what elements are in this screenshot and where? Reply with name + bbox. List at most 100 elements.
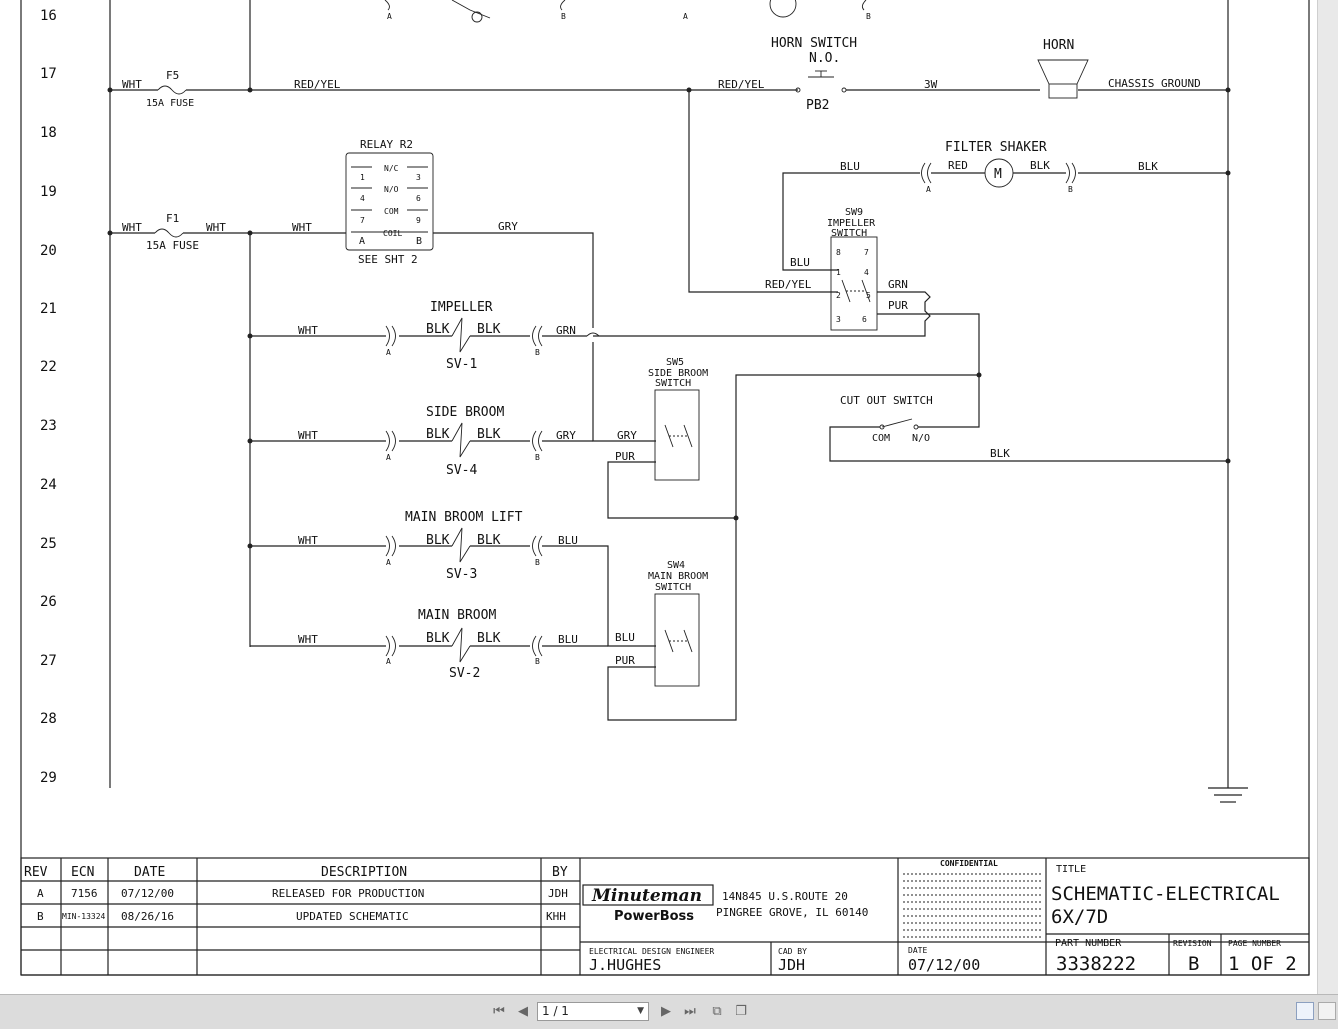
schematic-drawing: 16 17 18 19 20 21 22 23 24 25 26 27 28 2… xyxy=(20,0,1310,976)
previous-page-icon[interactable]: ◀ xyxy=(518,1004,528,1019)
cad-name: JDH xyxy=(778,956,805,974)
row-number: 17 xyxy=(40,66,57,82)
revision-cell: 7156 xyxy=(71,887,98,900)
blk-return-wire xyxy=(607,374,979,721)
svg-text:BLK: BLK xyxy=(477,427,501,442)
single-page-view-icon[interactable] xyxy=(1296,1002,1314,1020)
svg-text:RED: RED xyxy=(948,159,968,172)
row-number: 18 xyxy=(40,125,57,141)
last-page-icon[interactable]: ⏭ xyxy=(684,1004,696,1019)
company-address-2: PINGREE GROVE, IL 60140 xyxy=(716,906,868,919)
svg-text:A: A xyxy=(926,185,931,194)
row-number: 27 xyxy=(40,653,57,669)
header-date: DATE xyxy=(134,865,165,880)
svg-text:B: B xyxy=(866,12,871,21)
svg-text:BLU: BLU xyxy=(558,633,578,646)
svg-text:BLU: BLU xyxy=(615,631,635,644)
row-numbers: 16 17 18 19 20 21 22 23 24 25 26 27 28 2… xyxy=(40,8,57,786)
engineer-label: ELECTRICAL DESIGN ENGINEER xyxy=(589,947,714,956)
split-window-icon[interactable]: ❐ xyxy=(735,1004,747,1019)
svg-text:WHT: WHT xyxy=(298,633,318,646)
svg-text:A: A xyxy=(386,657,391,666)
first-page-icon[interactable]: ⏮ xyxy=(493,1004,505,1019)
svg-text:COM: COM xyxy=(384,207,399,216)
date-label: DATE xyxy=(908,946,927,955)
svg-text:N/O: N/O xyxy=(912,433,930,444)
svg-text:A: A xyxy=(683,12,688,21)
horn-switch-id: PB2 xyxy=(806,98,829,113)
svg-text:SW9: SW9 xyxy=(845,207,863,218)
svg-text:B: B xyxy=(535,453,540,462)
header-rev: REV xyxy=(24,865,48,880)
svg-text:BLK: BLK xyxy=(426,427,450,442)
svg-text:WHT: WHT xyxy=(298,324,318,337)
title-label: TITLE xyxy=(1056,864,1086,875)
svg-text:BLK: BLK xyxy=(477,533,501,548)
sw5-side-broom-switch: SW5 SIDE BROOM SWITCH GRY PUR xyxy=(607,357,736,519)
svg-text:BLK: BLK xyxy=(426,631,450,646)
svg-text:BLU: BLU xyxy=(790,256,810,269)
red-yel-wire xyxy=(688,90,838,293)
fuse-rating: 15A FUSE xyxy=(146,98,194,109)
title-block: REV ECN DATE DESCRIPTION BY A 7156 07/12… xyxy=(20,857,1310,976)
svg-text:A: A xyxy=(386,348,391,357)
svg-text:A: A xyxy=(386,453,391,462)
main-broom-lift-solenoid: MAIN BROOM LIFT WHT BLK BLK BLU SV-3 A B xyxy=(247,510,656,647)
svg-text:WHT: WHT xyxy=(122,221,142,234)
fuse-id: F5 xyxy=(166,69,179,82)
svg-text:SIDE BROOM: SIDE BROOM xyxy=(648,368,708,379)
main-broom-solenoid: MAIN BROOM WHT BLK BLK BLU SV-2 A B xyxy=(250,608,608,681)
chevron-down-icon[interactable]: ▼ xyxy=(637,1006,644,1016)
row-number: 24 xyxy=(40,477,57,493)
page-number: 1 OF 2 xyxy=(1228,953,1297,975)
row-number: 23 xyxy=(40,418,57,434)
revision-cell: B xyxy=(37,910,44,923)
svg-text:SIDE BROOM: SIDE BROOM xyxy=(426,405,504,420)
horn-icon xyxy=(1037,59,1089,99)
filter-shaker-title: FILTER SHAKER xyxy=(945,140,1047,155)
svg-text:GRY: GRY xyxy=(617,429,637,442)
gry-wire xyxy=(592,342,656,442)
svg-text:IMPELLER: IMPELLER xyxy=(430,300,493,315)
row-number: 20 xyxy=(40,243,57,259)
svg-text:BLK: BLK xyxy=(477,322,501,337)
svg-text:SV-2: SV-2 xyxy=(449,666,480,681)
brand-name: PowerBoss xyxy=(614,909,694,924)
schematic-page: 16 17 18 19 20 21 22 23 24 25 26 27 28 2… xyxy=(0,0,1318,994)
header-ecn: ECN xyxy=(71,865,94,880)
company-name: Minuteman xyxy=(591,886,702,906)
confidential-title: CONFIDENTIAL xyxy=(940,859,998,868)
svg-text:15A FUSE: 15A FUSE xyxy=(146,239,199,252)
revision-cell: UPDATED SCHEMATIC xyxy=(296,910,409,923)
svg-text:1: 1 xyxy=(360,173,365,182)
cut-out-switch: CUT OUT SWITCH COM N/O BLK xyxy=(829,375,1231,464)
svg-text:A: A xyxy=(387,12,392,21)
svg-text:WHT: WHT xyxy=(298,429,318,442)
page-selector[interactable]: 1 / 1 ▼ xyxy=(537,1002,649,1021)
svg-text:PUR: PUR xyxy=(888,299,908,312)
svg-text:BLU: BLU xyxy=(840,160,860,173)
svg-text:A: A xyxy=(359,236,365,247)
company-logo: Minuteman PowerBoss xyxy=(582,884,714,924)
open-window-icon[interactable]: ⧉ xyxy=(712,1004,722,1019)
page-number-label: PAGE NUMBER xyxy=(1228,939,1281,948)
document-viewport: 16 17 18 19 20 21 22 23 24 25 26 27 28 2… xyxy=(0,0,1338,994)
next-page-icon[interactable]: ▶ xyxy=(661,1004,671,1019)
row-17-circuit: WHT F5 15A FUSE RED/YEL RED/YEL HORN SWI… xyxy=(107,36,1231,113)
svg-text:PUR: PUR xyxy=(615,450,635,463)
page-input[interactable]: 1 / 1 xyxy=(542,1004,569,1018)
drawing-title-1: SCHEMATIC-ELECTRICAL xyxy=(1051,883,1280,905)
svg-text:WHT: WHT xyxy=(298,534,318,547)
header-by: BY xyxy=(552,865,568,880)
row-number: 19 xyxy=(40,184,57,200)
svg-text:F1: F1 xyxy=(166,212,179,225)
svg-text:SWITCH: SWITCH xyxy=(831,228,867,239)
part-number: 3338222 xyxy=(1056,953,1136,975)
svg-text:8: 8 xyxy=(836,248,841,257)
svg-text:A: A xyxy=(386,558,391,567)
revision-cell: 07/12/00 xyxy=(121,887,174,900)
sw4-main-broom-switch: SW4 MAIN BROOM SWITCH BLU PUR xyxy=(615,560,708,687)
continuous-view-icon[interactable] xyxy=(1318,1002,1336,1020)
vertical-scrollbar[interactable] xyxy=(1317,0,1338,994)
wire-label: RED/YEL xyxy=(718,78,765,91)
